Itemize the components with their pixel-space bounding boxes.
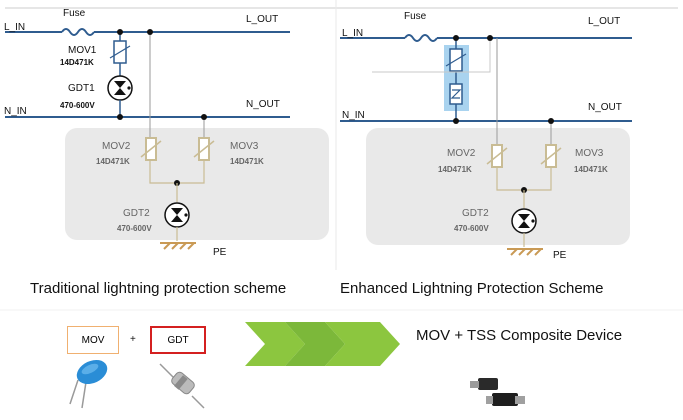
left-ground-icon: [160, 242, 196, 250]
right-l-out-label: L_OUT: [588, 16, 621, 27]
left-scheme-circuit: [5, 28, 290, 250]
right-fuse-icon: [404, 34, 438, 42]
left-fuse-icon: [61, 28, 95, 36]
gdt-legend-box: GDT: [150, 326, 206, 354]
right-mov3-label: MOV3: [575, 148, 604, 159]
plus-sign: +: [130, 334, 136, 345]
right-mov2-label: MOV2: [447, 148, 476, 159]
gdt1-icon: [107, 75, 133, 101]
right-pe-label: PE: [553, 250, 567, 261]
left-mov3-part-label: 14D471K: [230, 157, 264, 166]
left-fuse-label: Fuse: [63, 8, 86, 19]
right-caption: Enhanced Lightning Protection Scheme: [340, 280, 604, 297]
right-ground-icon: [507, 248, 543, 256]
right-mov3-part-label: 14D471K: [574, 165, 608, 174]
right-gdt2-label: GDT2: [462, 208, 489, 219]
left-n-out-label: N_OUT: [246, 99, 280, 110]
left-gdt2-rating-label: 470-600V: [117, 224, 152, 233]
green-arrows-icon: [245, 322, 400, 366]
left-l-out-label: L_OUT: [246, 14, 279, 25]
mov1-part-label: 14D471K: [60, 58, 94, 67]
mov1-label: MOV1: [68, 45, 97, 56]
right-gdt2-icon: [511, 208, 537, 234]
right-scheme-circuit: [340, 34, 632, 256]
left-mov2-label: MOV2: [102, 141, 131, 152]
right-n-in-label: N_IN: [342, 110, 365, 121]
left-n-in-label: N_IN: [4, 106, 27, 117]
left-caption: Traditional lightning protection scheme: [30, 280, 287, 297]
left-l-in-label: L_IN: [4, 22, 26, 33]
gdt-tube-icon: [159, 363, 205, 409]
right-gdt2-rating-label: 470-600V: [454, 224, 489, 233]
right-ground-panel: [366, 128, 630, 245]
left-pe-label: PE: [213, 247, 227, 258]
left-mov3-label: MOV3: [230, 141, 259, 152]
left-ground-panel: [65, 128, 329, 240]
right-fuse-label: Fuse: [404, 11, 427, 22]
mov-legend-box: MOV: [67, 326, 119, 354]
right-l-in-label: L_IN: [342, 28, 364, 39]
mov-legend-label: MOV: [81, 334, 105, 346]
right-mov2-part-label: 14D471K: [438, 165, 472, 174]
gdt1-label: GDT1: [68, 83, 95, 94]
composite-device-icon: [470, 378, 525, 406]
left-gdt2-icon: [164, 202, 190, 228]
left-mov2-part-label: 14D471K: [96, 157, 130, 166]
gdt-legend-label: GDT: [167, 334, 189, 346]
left-gdt2-label: GDT2: [123, 208, 150, 219]
mov-varistor-icon: [69, 359, 108, 409]
right-n-out-label: N_OUT: [588, 102, 622, 113]
composite-device-label: MOV + TSS Composite Device: [416, 327, 623, 344]
gdt1-rating-label: 470-600V: [60, 101, 95, 110]
